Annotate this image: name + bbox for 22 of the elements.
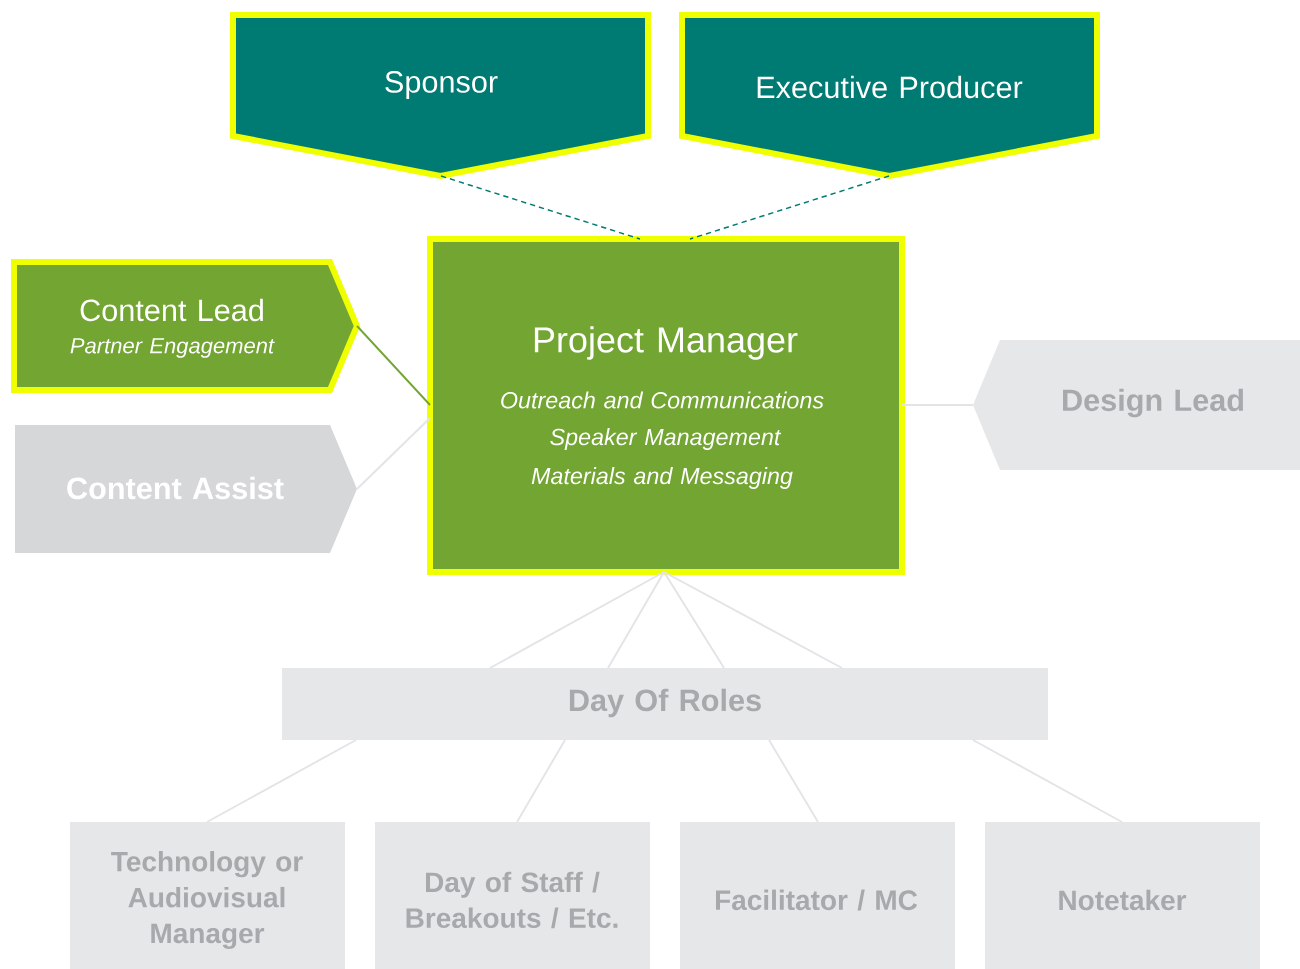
connector-line — [768, 739, 819, 823]
role-box: Project Manager Outreach and Communications Speaker Management Materials and Messaging — [427, 236, 905, 575]
connector-line — [356, 417, 431, 490]
connector-line — [607, 571, 665, 669]
role-box: Facilitator / MC — [680, 822, 955, 969]
connector-line — [689, 175, 890, 240]
connector-line — [440, 175, 641, 240]
connector-line — [516, 739, 566, 823]
role-arrow-box: Content Lead Partner Engagement — [11, 259, 361, 393]
role-box: Day of Staff / Breakouts / Etc. — [375, 822, 650, 969]
connector-line — [356, 325, 431, 406]
connector-line — [206, 739, 357, 823]
connector-line — [663, 571, 725, 669]
connector-line — [489, 571, 665, 669]
role-banner: Executive Producer — [679, 12, 1100, 180]
role-box: Notetaker — [985, 822, 1260, 969]
role-banner: Sponsor — [230, 12, 651, 180]
role-arrow-box: Design Lead — [973, 340, 1300, 470]
role-box: Technology or Audiovisual Manager — [70, 822, 345, 969]
connector-line — [663, 571, 843, 669]
group-band: Day Of Roles — [282, 668, 1048, 740]
connector-line — [972, 739, 1123, 823]
